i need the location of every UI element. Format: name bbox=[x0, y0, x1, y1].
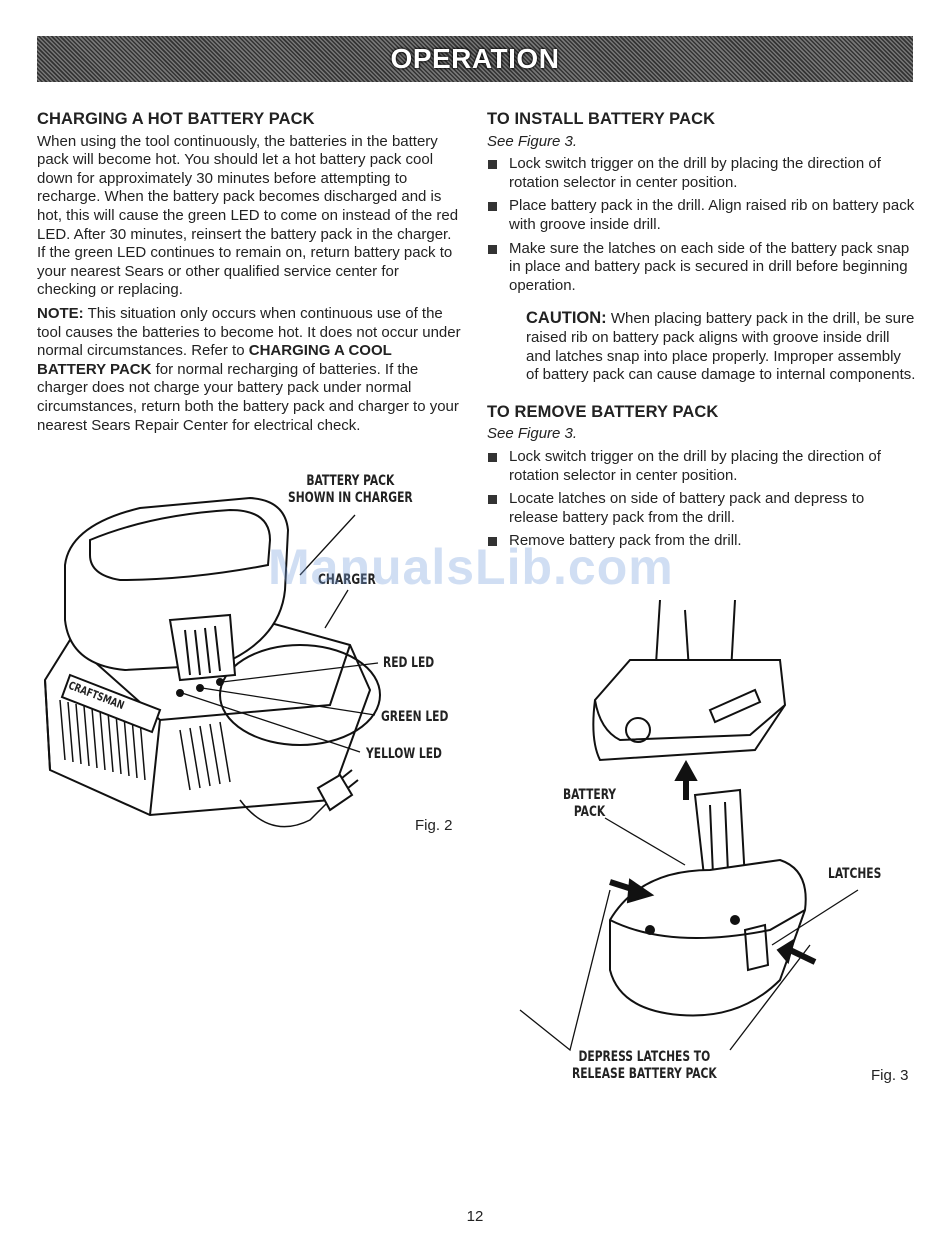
figure-3-drill-battery-drawing bbox=[519, 599, 859, 1052]
remove-step-3: Remove battery pack from the drill. bbox=[487, 532, 917, 551]
install-see-figure: See Figure 3. bbox=[487, 132, 578, 150]
remove-step-1: Lock switch trigger on the drill by plac… bbox=[487, 448, 917, 485]
install-heading: TO INSTALL BATTERY PACK bbox=[487, 110, 716, 128]
watermark: ManualsLib.com bbox=[268, 539, 674, 595]
fig2-label-charger: CHARGER bbox=[318, 572, 376, 588]
note-text-1: This situation only occurs when continuo… bbox=[37, 304, 461, 360]
caution-label: CAUTION: bbox=[526, 309, 607, 328]
caution-text: When placing battery pack in the drill, … bbox=[526, 310, 916, 384]
charging-hot-heading: CHARGING A HOT BATTERY PACK bbox=[37, 110, 315, 128]
install-step-3: Make sure the latches on each side of th… bbox=[487, 240, 917, 296]
fig3-caption: Fig. 3 bbox=[871, 1067, 909, 1084]
section-banner: OPERATION bbox=[37, 36, 913, 82]
caution-paragraph: CAUTION: When placing battery pack in th… bbox=[526, 309, 917, 384]
install-step-2: Place battery pack in the drill. Align r… bbox=[487, 197, 917, 234]
fig2-caption: Fig. 2 bbox=[415, 817, 453, 834]
install-step-1: Lock switch trigger on the drill by plac… bbox=[487, 155, 917, 192]
left-column: CHARGING A HOT BATTERY PACK When using t… bbox=[37, 110, 462, 440]
install-list: Lock switch trigger on the drill by plac… bbox=[487, 155, 917, 295]
fig2-label-red-led: RED LED bbox=[383, 655, 435, 671]
note-paragraph: NOTE: This situation only occurs when co… bbox=[37, 305, 462, 435]
fig2-label-battery-pack: BATTERY PACK SHOWN IN CHARGER bbox=[288, 473, 413, 506]
note-text-2: for normal recharging of batteries. If t… bbox=[37, 360, 459, 434]
remove-list: Lock switch trigger on the drill by plac… bbox=[487, 448, 917, 551]
note-label: NOTE: bbox=[37, 304, 84, 322]
banner-title: OPERATION bbox=[390, 43, 560, 74]
charging-hot-paragraph: When using the tool continuously, the ba… bbox=[37, 132, 459, 299]
fig2-label-green-led: GREEN LED bbox=[381, 709, 449, 725]
note-reference: CHARGING A COOL BATTERY PACK bbox=[37, 342, 392, 378]
remove-heading: TO REMOVE BATTERY PACK bbox=[487, 402, 719, 421]
fig3-label-depress-latches: DEPRESS LATCHES TO RELEASE BATTERY PACK bbox=[572, 1049, 717, 1082]
right-column: TO INSTALL BATTERY PACK See Figure 3. Lo… bbox=[487, 110, 917, 556]
figure-2-charger-drawing bbox=[43, 496, 381, 828]
fig3-label-battery-pack: BATTERY PACK bbox=[563, 787, 617, 820]
remove-see-figure: See Figure 3. bbox=[487, 425, 578, 443]
fig2-label-yellow-led: YELLOW LED bbox=[366, 746, 442, 762]
remove-step-2: Locate latches on side of battery pack a… bbox=[487, 490, 917, 527]
page-number: 12 bbox=[466, 1208, 484, 1225]
fig3-label-latches: LATCHES bbox=[828, 866, 882, 882]
